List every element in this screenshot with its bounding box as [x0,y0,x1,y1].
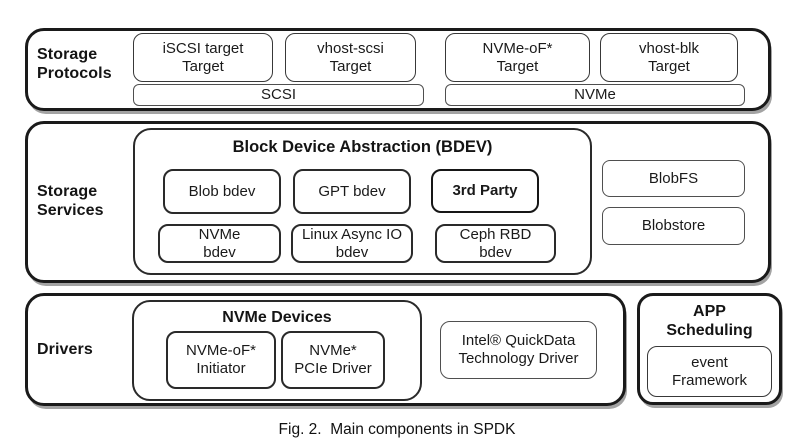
gpt-bdev-box: GPT bdev [293,169,411,214]
nvme-devices-container: NVMe Devices NVMe-oF* Initiator NVMe* PC… [132,300,422,401]
event-framework-box: event Framework [647,346,772,397]
vhost-blk-target-box: vhost-blk Target [600,33,738,82]
nvme-pcie-driver-box: NVMe* PCIe Driver [281,331,385,389]
app-scheduling-title: APP Scheduling [666,303,753,339]
nvme-bdev-box: NVMe bdev [158,224,281,263]
bdev-container: Block Device Abstraction (BDEV) Blob bde… [133,128,592,275]
third-party-box: 3rd Party [431,169,539,213]
blob-bdev-box: Blob bdev [163,169,281,214]
drivers-label: Drivers [37,341,93,358]
nvme-devices-title: NVMe Devices [222,309,332,326]
scsi-bar: SCSI [133,84,424,106]
blobfs-box: BlobFS [602,160,745,197]
drivers-section: Drivers NVMe Devices NVMe-oF* Initiator … [25,293,626,406]
quickdata-driver-box: Intel® QuickData Technology Driver [440,321,597,379]
bdev-title: Block Device Abstraction (BDEV) [232,138,493,156]
ceph-rbd-bdev-box: Ceph RBD bdev [435,224,556,263]
nvme-bar: NVMe [445,84,745,106]
storage-protocols-section: Storage Protocols iSCSI target Target vh… [25,28,771,111]
iscsi-target-box: iSCSI target Target [133,33,273,82]
nvme-of-initiator-box: NVMe-oF* Initiator [166,331,276,389]
vhost-scsi-target-box: vhost-scsi Target [285,33,416,82]
blobstore-box: Blobstore [602,207,745,245]
nvme-of-target-box: NVMe-oF* Target [445,33,590,82]
storage-services-label: Storage Services [37,183,104,219]
storage-protocols-label: Storage Protocols [37,46,112,82]
linux-aio-bdev-box: Linux Async IO bdev [291,224,413,263]
app-scheduling-section: APP Scheduling event Framework [637,293,782,405]
figure-caption: Fig. 2. Main components in SPDK [278,421,516,438]
storage-services-section: Storage Services Block Device Abstractio… [25,121,771,283]
